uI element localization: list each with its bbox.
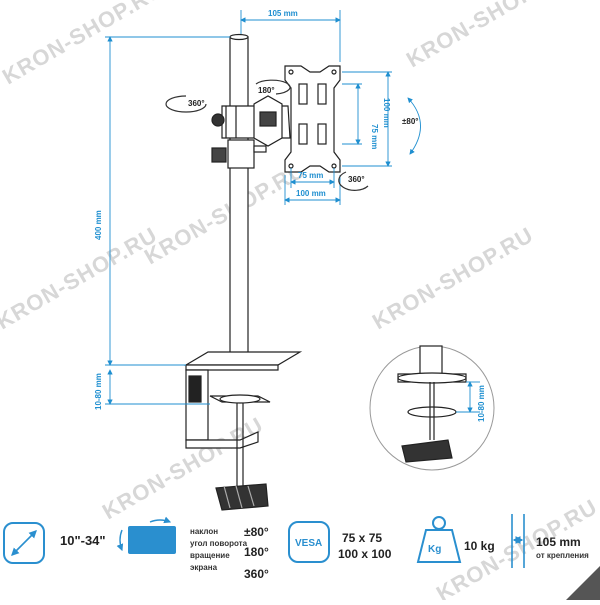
arm-pin (253, 145, 267, 153)
screen-size-icon (3, 522, 45, 564)
vesa-plate (284, 65, 341, 173)
dim-vesa-v-large: 100 mm (382, 98, 391, 128)
watermark: KRON-SHOP.RU (402, 0, 572, 72)
vesa-icon (288, 521, 330, 563)
dim-vesa-v-small: 75 mm (370, 124, 379, 149)
monitor-mount-drawing (183, 33, 341, 511)
arm-collar (227, 139, 255, 169)
distance-icon (511, 514, 525, 568)
watermark: KRON-SHOP.RU (0, 222, 162, 334)
watermark: KRON-SHOP.RU (0, 0, 168, 89)
swivel-label: угол поворота (190, 539, 248, 548)
rotation-value: 360° (244, 567, 269, 581)
dim-clamp-range: 10-80 mm (94, 373, 103, 410)
vesa-value-1: 75 x 75 (342, 531, 382, 545)
base-plate (183, 351, 303, 366)
detail-clamp-range: 10-80 mm (477, 385, 486, 422)
rotate-left-arrow (165, 95, 207, 113)
rotation-label-1: вращение (190, 551, 230, 560)
clamp-lower-arm (185, 431, 259, 449)
arm-screw (211, 113, 225, 127)
dim-tilt: ±80° (402, 117, 419, 126)
spec-bar: 10"-34" наклон угол поворота вращение эк… (3, 514, 600, 600)
dim-rotate-left: 360° (188, 99, 205, 108)
distance-label: от крепления (536, 551, 589, 560)
distance-value: 105 mm (536, 535, 581, 549)
pole-top (229, 33, 249, 41)
vesa-label: VESA (295, 538, 322, 549)
weight-value: 10 kg (464, 539, 495, 553)
tilt-label: наклон (190, 527, 218, 536)
monitor-rotation-icon (116, 516, 176, 554)
corner-logo (566, 566, 600, 600)
screen-size: 10"-34" (60, 533, 106, 548)
weight-unit: Kg (428, 544, 441, 555)
dim-height: 400 mm (94, 210, 103, 240)
clamp-detail-view: 10-80 mm (369, 345, 495, 471)
vesa-value-2: 100 x 100 (338, 547, 392, 561)
rotation-label-2: экрана (190, 563, 218, 572)
arm-knob (211, 147, 227, 163)
dim-rotate-bottom: 360° (348, 175, 365, 184)
rotation-indicators (165, 79, 369, 191)
dim-vesa-h-large: 100 mm (296, 189, 326, 198)
tilt-value: ±80° (244, 525, 269, 539)
dim-vesa-h-small: 75 mm (298, 171, 323, 180)
dimension-lines (105, 10, 421, 405)
dim-rotate-top: 180° (258, 86, 275, 95)
watermark: KRON-SHOP.RU (140, 157, 310, 269)
rotate-bottom-arrow (338, 171, 369, 191)
pole (229, 36, 249, 366)
dim-top-width: 105 mm (268, 9, 298, 18)
weight-icon (416, 529, 462, 563)
rotate-top-arrow (255, 79, 291, 95)
swivel-value: 180° (244, 545, 269, 559)
watermark: KRON-SHOP.RU (368, 222, 538, 334)
